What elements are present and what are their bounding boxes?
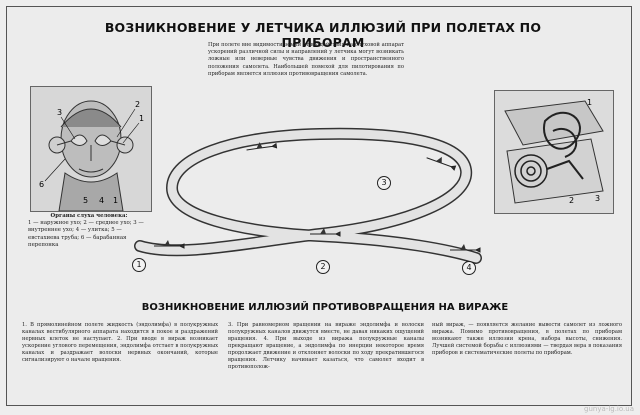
aircraft-icon-2 [246, 142, 278, 151]
head-label-3: 3 [57, 108, 62, 117]
section-subtitle: ВОЗНИКНОВЕНИЕ ИЛЛЮЗИЙ ПРОТИВОВРАЩЕНИЯ НА… [141, 302, 509, 313]
intro-text: При полете вне видимости земли от воздей… [208, 42, 404, 77]
aircraft-icon-5 [450, 244, 481, 253]
head-label-5: 5 [83, 196, 88, 205]
marker-3: 3 [377, 176, 391, 190]
marker-4: 4 [462, 261, 476, 275]
marker-2: 2 [316, 260, 330, 274]
head-drawing: 3 2 1 6 5 4 1 [39, 100, 144, 212]
text-column-1: 1. В прямолинейном полете жидкость (эндо… [22, 322, 218, 363]
head-label-1b: 1 [113, 196, 118, 205]
watermark: gunya-lg.io.ua [584, 405, 634, 413]
head-label-4: 4 [99, 196, 104, 205]
head-label-2: 2 [135, 100, 140, 109]
poster-title: ВОЗНИКНОВЕНИЕ У ЛЕТЧИКА ИЛЛЮЗИЙ ПРИ ПОЛЕ… [104, 20, 542, 50]
aircraft-icon [154, 240, 185, 249]
text-column-3: ный вираж, — появляется желание вывести … [432, 322, 622, 356]
head-label-1: 1 [139, 114, 144, 123]
turn-diagram [134, 127, 482, 264]
text-column-2: 3. При равномерном вращении на вираже эн… [228, 322, 424, 370]
head-illustration: 3 2 1 6 5 4 1 [30, 86, 152, 212]
ear-label-3: 3 [595, 194, 600, 203]
legend-title: Органы слуха человека: [50, 213, 128, 219]
head-label-6: 6 [39, 180, 44, 189]
inner-ear-drawing: 1 2 3 [504, 98, 604, 205]
marker-1: 1 [132, 258, 146, 272]
ear-legend: Органы слуха человека: 1 — наружное ухо;… [28, 213, 150, 249]
ear-illustration: 1 2 3 [494, 90, 614, 214]
ear-label-1: 1 [587, 98, 592, 107]
aircraft-icon-3 [426, 156, 457, 171]
legend-items: 1 — наружное ухо; 2 — среднее ухо; 3 — в… [28, 220, 144, 248]
aircraft-icon-4 [310, 228, 341, 237]
ear-label-2: 2 [569, 196, 574, 205]
